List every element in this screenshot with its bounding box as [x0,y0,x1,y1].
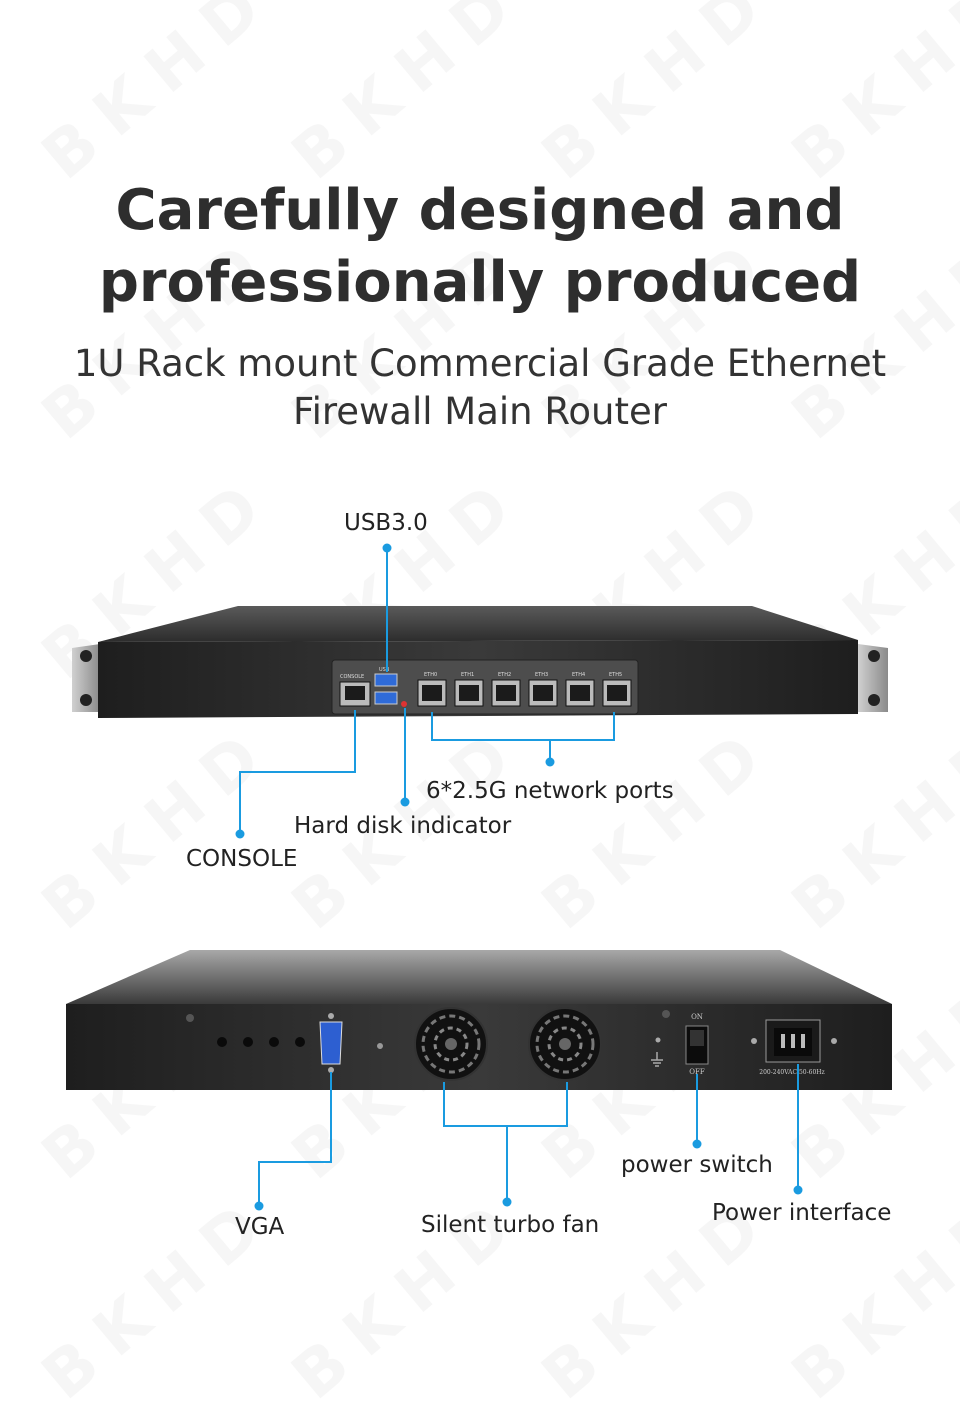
front-callout-dots [235,543,555,839]
subheading-line-2: Firewall Main Router [293,390,667,433]
vga-port [319,1013,343,1073]
rear-callout-dots [254,1139,803,1211]
rear-chassis-top [66,950,892,1004]
power-rating-label: 200-240VAC 50-60Hz [759,1069,824,1076]
console-callout-label: CONSOLE [186,846,298,872]
screw-icon [662,1010,670,1018]
silk-eth2: ETH2 [498,672,511,678]
heading-line-1: Carefully designed and [115,178,845,243]
silk-console: CONSOLE [340,674,364,680]
screw-icon [186,1014,194,1022]
front-rack-ear-right [858,644,888,712]
power-inlet [751,1019,837,1063]
screw-icon [377,1043,383,1049]
front-rack-ear-left [72,644,100,712]
subheading-line-1: 1U Rack mount Commercial Grade Ethernet [73,342,887,385]
usb-callout-label: USB3.0 [344,510,428,536]
front-io-plate [331,659,639,715]
hdd-callout-label: Hard disk indicator [294,813,512,839]
rear-callout-lines [258,1064,799,1204]
front-callout-lines [239,548,615,832]
silk-eth0: ETH0 [424,672,437,678]
power-callout-label: Power interface [712,1200,892,1226]
network-callout-label: 6*2.5G network ports [426,778,674,804]
hdd-led [401,701,407,707]
ground-icon [651,1052,663,1067]
console-port [339,681,371,707]
silk-eth4: ETH4 [572,672,585,678]
heading-line-2: professionally produced [98,250,862,315]
vga-callout-label: VGA [235,1214,285,1240]
fan-callout-label: Silent turbo fan [421,1212,600,1238]
screw-icon [655,1037,661,1043]
silk-eth1: ETH1 [461,672,474,678]
switch-off-label: OFF [689,1068,705,1076]
fan-left [414,1007,488,1081]
silk-eth5: ETH5 [609,672,622,678]
power-switch [685,1025,709,1065]
usb-ports [374,673,398,705]
port-silk-labels: CONSOLE USB ETH0 ETH1 ETH2 ETH3 ETH4 ETH… [340,667,622,680]
switch-on-label: ON [691,1013,703,1021]
fan-right [528,1007,602,1081]
silk-eth3: ETH3 [535,672,548,678]
silk-usb: USB [379,667,390,673]
switch-callout-label: power switch [621,1152,773,1178]
ethernet-ports [417,679,632,707]
front-chassis-top [98,606,858,642]
rear-knockouts [217,1037,305,1047]
